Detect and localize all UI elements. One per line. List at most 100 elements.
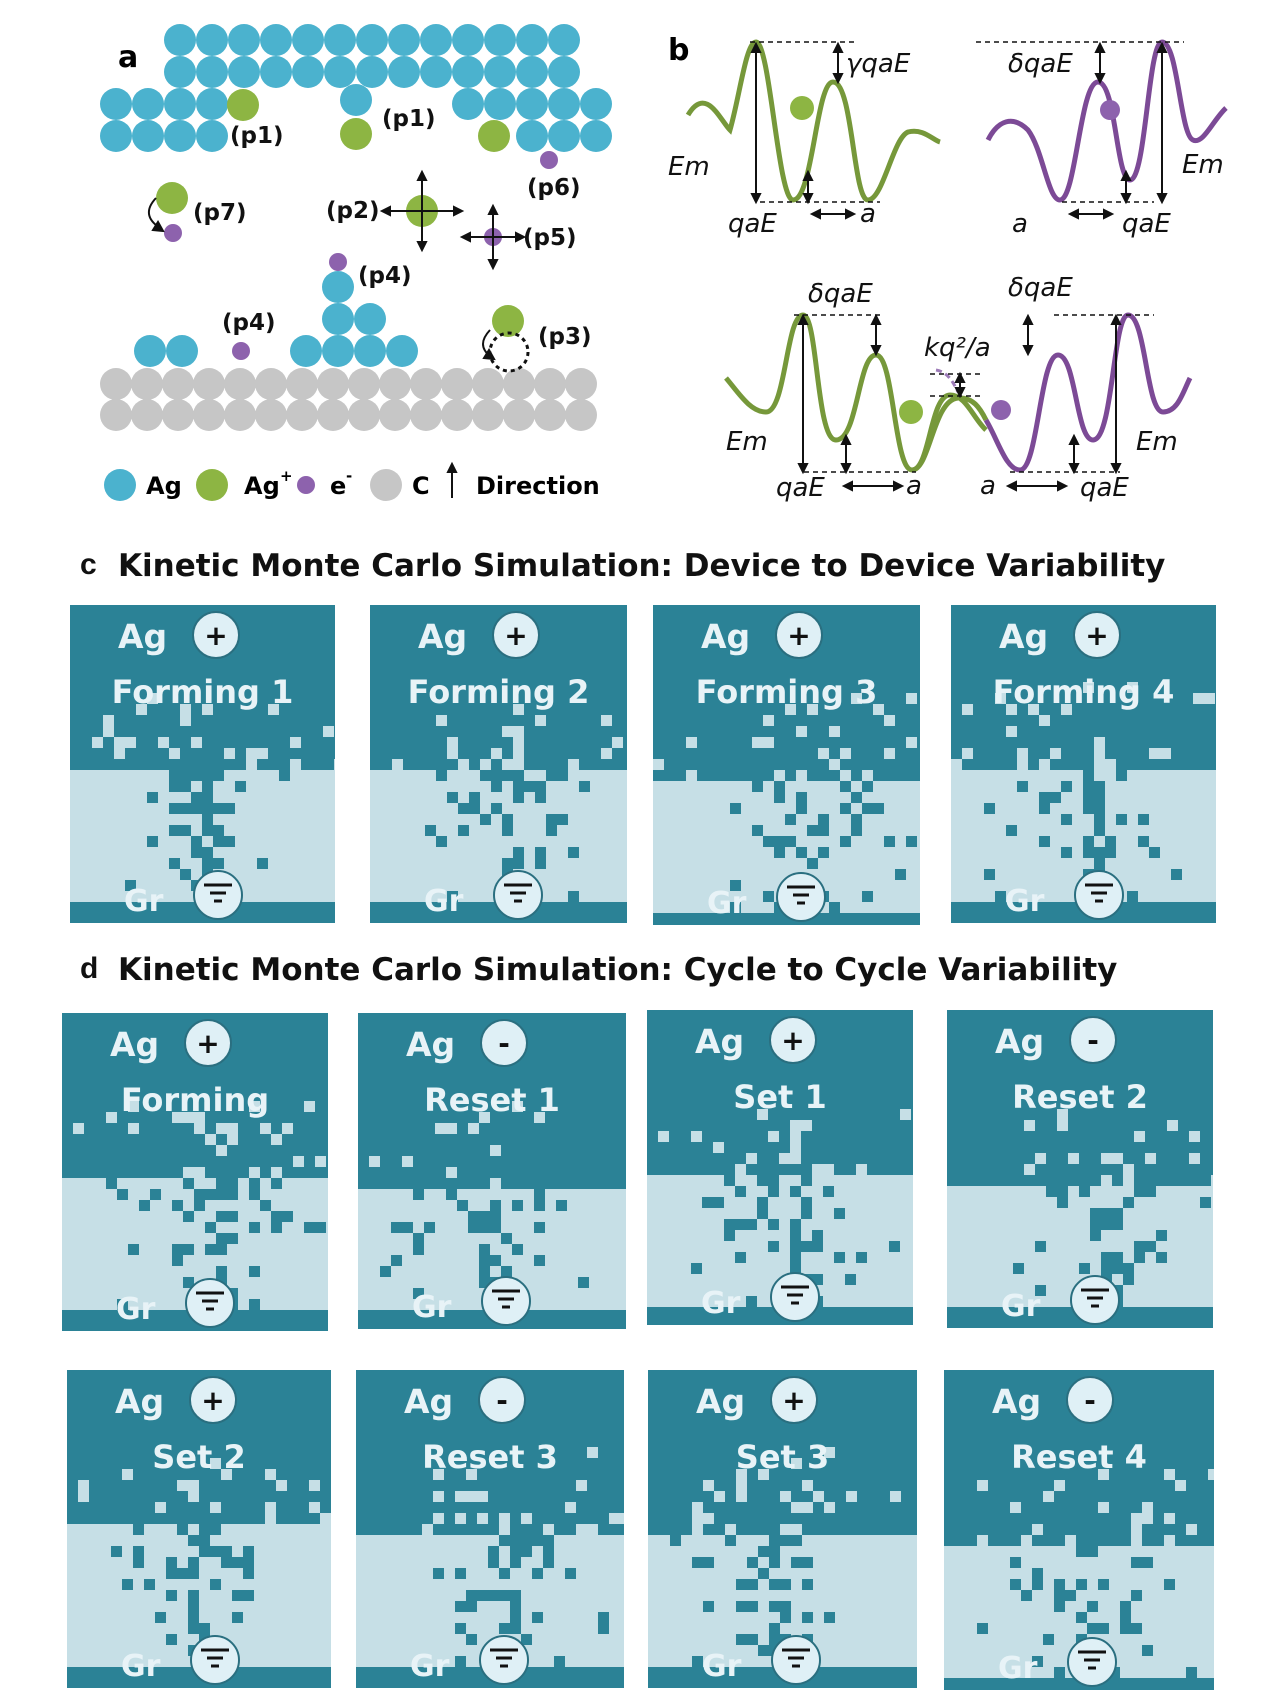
lattice-cell <box>477 1491 488 1502</box>
lattice-cell <box>746 1219 757 1230</box>
lattice-cell <box>391 1255 402 1266</box>
lattice-cell <box>840 836 851 847</box>
ag-atom <box>132 120 164 152</box>
lattice-cell <box>221 1557 232 1568</box>
ag-atom <box>292 56 324 88</box>
lattice-cell <box>391 1222 402 1233</box>
ag-atom <box>516 24 548 56</box>
lattice-cell <box>796 770 807 781</box>
lattice-cell <box>290 759 301 770</box>
lattice-cell <box>807 825 818 836</box>
ag-atom <box>100 88 132 120</box>
lattice-cell <box>703 1557 714 1568</box>
lattice-cell <box>177 1568 188 1579</box>
lattice-cell <box>490 1211 501 1222</box>
label-p7: (p7) <box>193 200 247 226</box>
lattice-cell <box>534 1112 545 1123</box>
lattice-cell <box>455 1491 466 1502</box>
lattice-cell <box>265 1469 276 1480</box>
lattice-cell <box>315 1222 326 1233</box>
label-em-top-left: Em <box>668 152 710 182</box>
lattice-cell <box>862 781 873 792</box>
legend-electron-sup: - <box>346 467 352 485</box>
lattice-cell <box>812 1230 823 1241</box>
lattice-cell <box>534 1222 545 1233</box>
electron-dot-bottom <box>991 400 1011 420</box>
lattice-cell <box>1079 1263 1090 1274</box>
lattice-cell <box>768 1219 779 1230</box>
lattice-cell <box>532 1568 543 1579</box>
lattice-cell <box>235 781 246 792</box>
ag-atom <box>322 335 354 367</box>
ion-dot-bottom <box>899 400 923 424</box>
lattice-cell <box>243 1557 254 1568</box>
lattice-cell <box>216 1123 227 1134</box>
lattice-cell <box>246 759 257 770</box>
lattice-cell <box>1098 1469 1109 1480</box>
lattice-cell <box>265 1513 276 1524</box>
lattice-cell <box>436 836 447 847</box>
lattice-cell <box>557 814 568 825</box>
lattice-cell <box>790 1241 801 1252</box>
carbon-atom <box>441 368 473 400</box>
lattice-cell <box>768 1131 779 1142</box>
lattice-cell <box>790 1153 801 1164</box>
ag-atom <box>228 56 260 88</box>
lattice-cell <box>205 1189 216 1200</box>
lattice-cell <box>1105 836 1116 847</box>
lattice-cell <box>202 792 213 803</box>
legend-carbon-dot <box>370 469 402 501</box>
lattice-cell <box>249 1189 260 1200</box>
tile-ag-label: Ag <box>404 1382 454 1421</box>
tile-ag-label: Ag <box>418 617 468 656</box>
electron-p4 <box>329 253 347 271</box>
lattice-cell <box>169 781 180 792</box>
lattice-cell <box>768 1186 779 1197</box>
lattice-cell <box>790 1230 801 1241</box>
lattice-cell <box>962 704 973 715</box>
lattice-cell <box>490 1222 501 1233</box>
lattice-cell <box>309 1480 320 1491</box>
label-p1-left: (p1) <box>230 123 284 149</box>
ag-ion-p6 <box>478 120 510 152</box>
lattice-cell <box>1087 1546 1098 1557</box>
tile-ag-label: Ag <box>995 1022 1045 1061</box>
lattice-cell <box>1032 1568 1043 1579</box>
lattice-cell <box>172 1255 183 1266</box>
lattice-cell <box>790 1142 801 1153</box>
ag-ion-p1 <box>227 89 259 121</box>
lattice-cell <box>205 1244 216 1255</box>
lattice-cell <box>1142 1513 1153 1524</box>
lattice-cell <box>692 1557 703 1568</box>
lattice-cell <box>155 1502 166 1513</box>
lattice-cell <box>213 858 224 869</box>
legend-ag-ion-sup: + <box>280 467 293 485</box>
lattice-cell <box>158 737 169 748</box>
lattice-cell <box>227 1178 238 1189</box>
ground-electrode-icon <box>770 1272 820 1322</box>
lattice-cell <box>1120 1601 1131 1612</box>
electrode-circle <box>770 1376 818 1424</box>
lattice-cell <box>480 814 491 825</box>
lattice-cell <box>977 1535 988 1546</box>
lattice-cell <box>977 1480 988 1491</box>
lattice-cell <box>818 847 829 858</box>
lattice-cell <box>249 1167 260 1178</box>
lattice-cell <box>479 1255 490 1266</box>
lattice-cell <box>1039 803 1050 814</box>
lattice-cell <box>446 1167 457 1178</box>
lattice-cell <box>413 1189 424 1200</box>
label-em-bottom-right: Em <box>1136 427 1178 457</box>
lattice-cell <box>769 1546 780 1557</box>
lattice-cell <box>1105 759 1116 770</box>
electrode-sign: + <box>782 1384 805 1417</box>
lattice-cell <box>546 814 557 825</box>
lattice-cell <box>188 1535 199 1546</box>
lattice-cell <box>1112 1263 1123 1274</box>
lattice-cell <box>1094 825 1105 836</box>
tile-gr-label: Gr <box>707 886 747 921</box>
lattice-cell <box>862 770 873 781</box>
label-a-top-right: a <box>1012 209 1028 239</box>
ag-atom <box>164 56 196 88</box>
